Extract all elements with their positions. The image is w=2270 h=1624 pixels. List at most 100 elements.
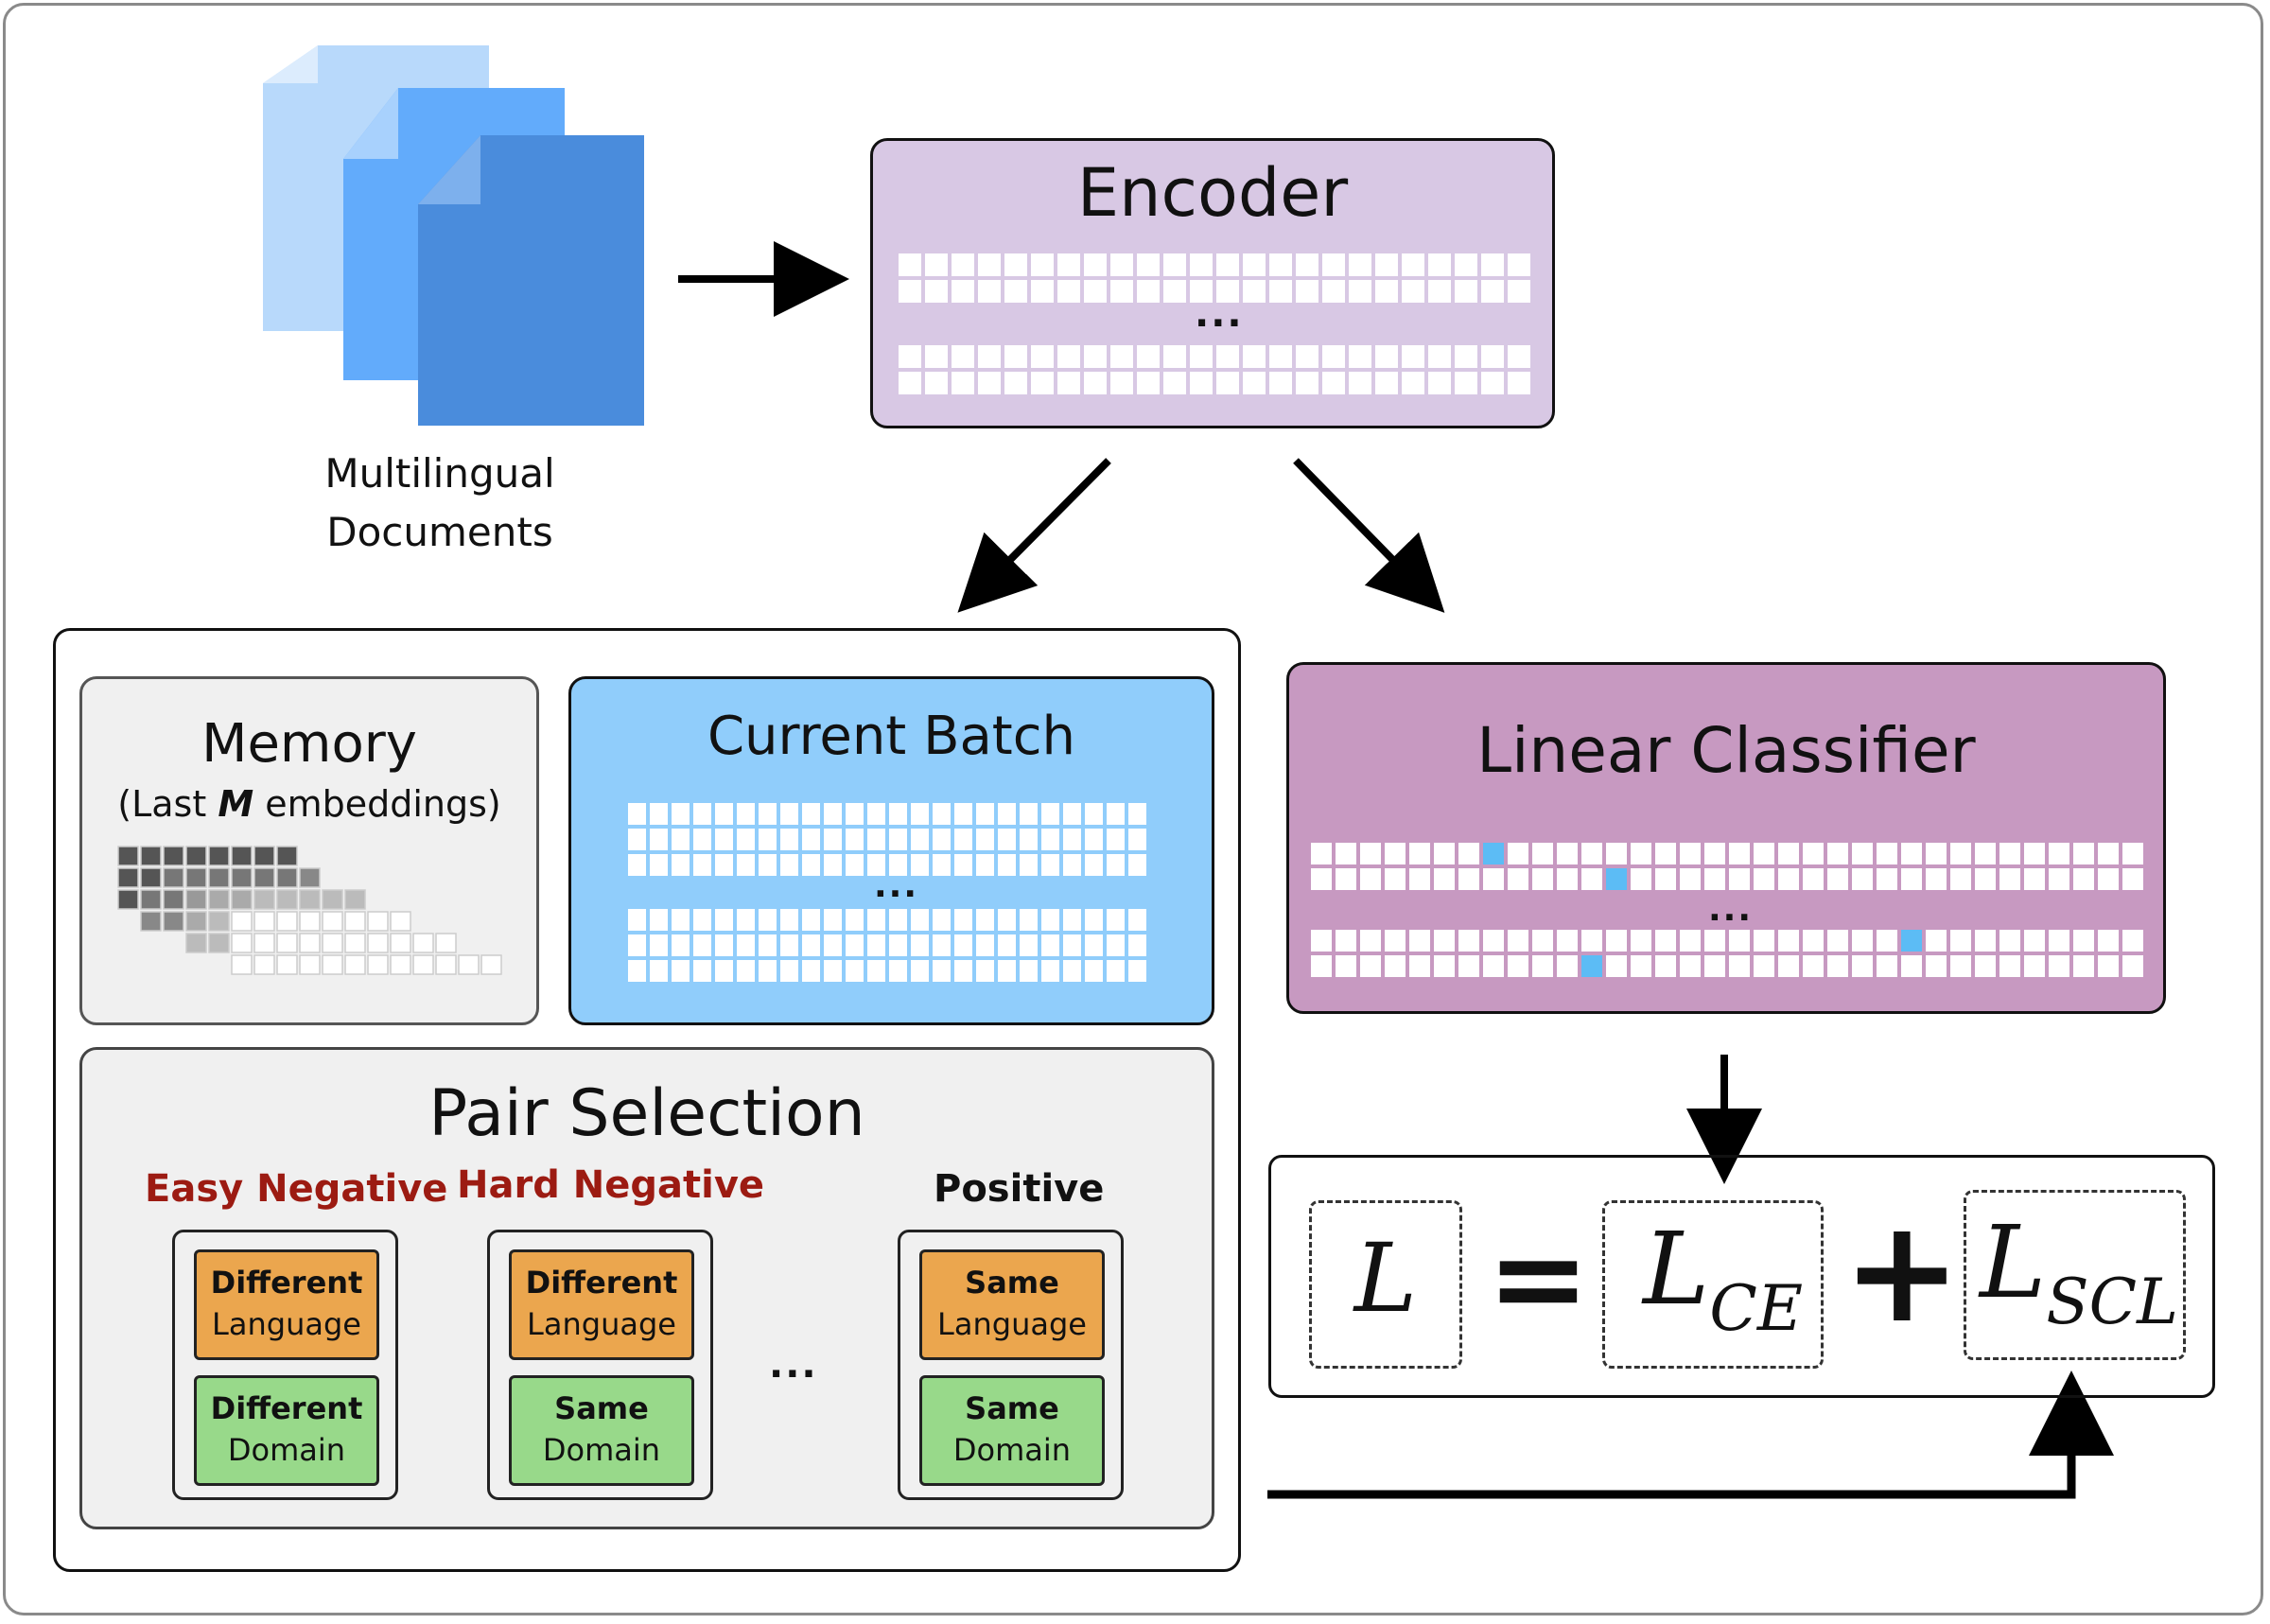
grid-cell bbox=[715, 854, 733, 876]
grid-cell bbox=[1385, 955, 1406, 977]
grid-cell bbox=[1428, 280, 1451, 303]
grid-cell bbox=[672, 934, 690, 956]
grid-cell bbox=[867, 934, 885, 956]
grid-cell bbox=[952, 280, 974, 303]
grid-cell bbox=[933, 854, 951, 876]
equals-sign: = bbox=[1487, 1206, 1590, 1350]
grid-cell bbox=[2024, 930, 2045, 952]
grid-cell bbox=[737, 854, 755, 876]
grid-cell bbox=[824, 934, 842, 956]
grid-cell bbox=[650, 829, 668, 850]
grid-cell bbox=[1428, 345, 1451, 368]
grid-cell bbox=[1243, 253, 1266, 276]
grid-cell bbox=[628, 960, 646, 982]
grid-cell bbox=[1110, 372, 1133, 394]
grid-cell bbox=[1085, 960, 1103, 982]
grid-cell bbox=[952, 345, 974, 368]
grid-cell bbox=[1877, 868, 1897, 890]
grid-cell bbox=[2073, 843, 2094, 864]
loss-box: L = LCE + LSCL bbox=[1268, 1155, 2215, 1398]
grid-cell bbox=[998, 829, 1016, 850]
grid-cell bbox=[1243, 372, 1266, 394]
grid-cell bbox=[715, 829, 733, 850]
grid-cell bbox=[1243, 345, 1266, 368]
memory-cell bbox=[208, 933, 230, 953]
grid-cell bbox=[1385, 868, 1406, 890]
grid-cell bbox=[2098, 930, 2119, 952]
grid-cell bbox=[952, 372, 974, 394]
grid-cell bbox=[1926, 955, 1947, 977]
grid-cell bbox=[2122, 955, 2143, 977]
memory-cell bbox=[117, 867, 139, 888]
grid-cell bbox=[954, 854, 972, 876]
grid-cell bbox=[952, 253, 974, 276]
loss-scl-symbol: LSCL bbox=[1980, 1206, 2178, 1339]
grid-cell bbox=[933, 934, 951, 956]
grid-cell bbox=[1581, 930, 1602, 952]
memory-cell bbox=[412, 954, 434, 975]
grid-cell bbox=[933, 909, 951, 931]
grid-cell bbox=[1729, 955, 1750, 977]
grid-cell bbox=[693, 803, 711, 825]
grid-cell bbox=[1532, 955, 1553, 977]
memory-cell bbox=[185, 933, 207, 953]
grid-cell bbox=[1975, 868, 1996, 890]
grid-cell bbox=[759, 829, 777, 850]
grid-cell bbox=[1349, 280, 1371, 303]
grid-cell bbox=[1631, 930, 1651, 952]
grid-cell bbox=[1322, 372, 1345, 394]
grid-cell bbox=[1926, 868, 1947, 890]
grid-cell bbox=[1243, 280, 1266, 303]
grid-cell bbox=[1004, 280, 1027, 303]
encoder-title: Encoder bbox=[1076, 154, 1349, 232]
memory-subtitle-suffix: embeddings) bbox=[253, 783, 501, 825]
memory-cell bbox=[344, 933, 366, 953]
memory-cell bbox=[231, 846, 253, 866]
memory-cell bbox=[231, 911, 253, 932]
grid-cell bbox=[1458, 868, 1479, 890]
grid-cell bbox=[1852, 843, 1873, 864]
grid-cell bbox=[1163, 372, 1186, 394]
domain-chip-top: Same bbox=[965, 1390, 1059, 1426]
linear-classifier-ellipsis: ... bbox=[1708, 890, 1754, 929]
grid-cell bbox=[1360, 868, 1381, 890]
grid-cell bbox=[802, 829, 820, 850]
grid-cell bbox=[759, 803, 777, 825]
grid-cell bbox=[889, 960, 907, 982]
domain-chip-bottom: Domain bbox=[227, 1432, 346, 1468]
grid-cell bbox=[1827, 843, 1848, 864]
grid-cell bbox=[1311, 955, 1332, 977]
grid-cell bbox=[1269, 280, 1292, 303]
grid-cell bbox=[1128, 854, 1146, 876]
grid-cell bbox=[954, 829, 972, 850]
grid-cell bbox=[1020, 803, 1038, 825]
grid-cell bbox=[911, 960, 929, 982]
grid-cell bbox=[1508, 280, 1530, 303]
linear-classifier-grid-bottom bbox=[1311, 930, 2143, 977]
grid-cell bbox=[1754, 868, 1774, 890]
grid-cell bbox=[1680, 868, 1701, 890]
grid-cell bbox=[2073, 868, 2094, 890]
grid-cell bbox=[899, 253, 921, 276]
grid-cell bbox=[1926, 930, 1947, 952]
linear-classifier-box: Linear Classifier ... bbox=[1286, 662, 2166, 1014]
memory-cell bbox=[367, 933, 389, 953]
memory-cell bbox=[163, 867, 184, 888]
grid-cell bbox=[954, 934, 972, 956]
grid-cell bbox=[911, 829, 929, 850]
grid-cell bbox=[1020, 934, 1038, 956]
grid-cell bbox=[1557, 868, 1578, 890]
memory-cell bbox=[253, 954, 275, 975]
grid-cell bbox=[1107, 934, 1125, 956]
grid-cell bbox=[1606, 868, 1627, 890]
grid-cell bbox=[1137, 372, 1160, 394]
grid-cell bbox=[628, 854, 646, 876]
grid-cell bbox=[1409, 930, 1430, 952]
grid-cell bbox=[628, 934, 646, 956]
grid-cell bbox=[933, 829, 951, 850]
current-batch-box: Current Batch ... bbox=[568, 676, 1214, 1025]
grid-cell bbox=[1216, 372, 1239, 394]
